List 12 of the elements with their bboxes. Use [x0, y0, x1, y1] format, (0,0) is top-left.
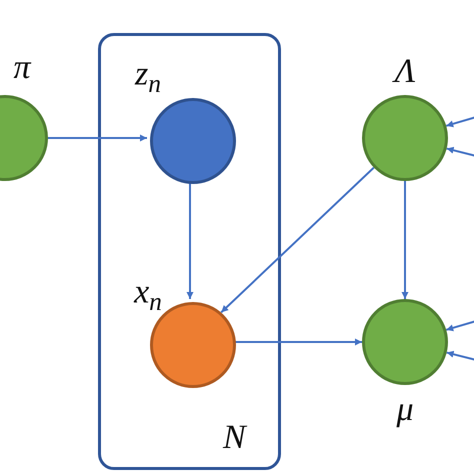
variable-label: x$_{n}$ [134, 275, 162, 315]
arrow [48, 134, 147, 142]
variable-label: Λ [394, 55, 416, 89]
arrow [220, 166, 374, 314]
plate-label: N [223, 421, 246, 455]
variable-label: μ [396, 393, 414, 427]
arrow [402, 181, 408, 299]
variable-label: π [13, 51, 31, 85]
plate-box [98, 33, 281, 470]
arrow [233, 338, 362, 346]
arrow [186, 181, 194, 299]
variable-label: z$_{n}$ [135, 57, 161, 97]
